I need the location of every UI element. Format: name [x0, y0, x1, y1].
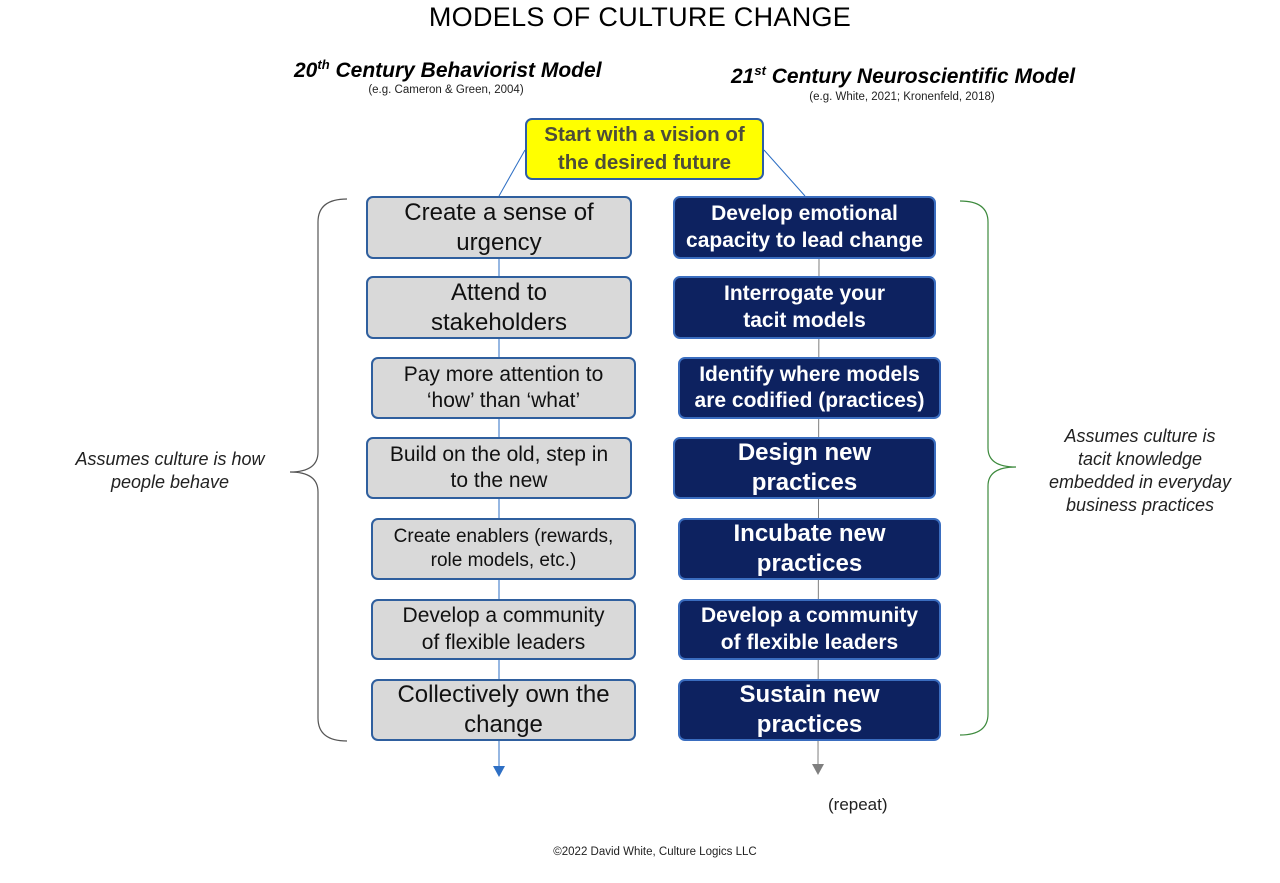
left-step-7: Collectively own the change: [371, 679, 636, 741]
right-step-5-line-1: Incubate new: [733, 520, 886, 547]
right-step-1-line-1: Develop emotional: [711, 202, 898, 226]
vision-connector-right: [763, 149, 806, 197]
right-note-line-4: business practices: [1065, 495, 1215, 516]
right-step-7-line-1: Sustain new: [739, 681, 880, 708]
copyright-notice: ©2022 David White, Culture Logics LLC: [553, 846, 757, 858]
left-assumption-note: Assumes culture is how people behave: [60, 448, 280, 494]
left-step-1-line-2: urgency: [456, 228, 542, 256]
right-step-5-line-2: practices: [756, 550, 863, 577]
left-note-line-1: Assumes culture is how: [75, 449, 265, 469]
left-step-3-line-1: Pay more attention to: [403, 362, 604, 386]
left-heading-text: Century Behaviorist Model: [329, 59, 602, 82]
left-model-citation: (e.g. Cameron & Green, 2004): [368, 84, 524, 96]
left-step-5-line-2: role models, etc.): [430, 550, 577, 571]
left-flow-arrowhead: [493, 766, 505, 777]
right-model-heading: 21st Century Neuroscientific Model: [731, 63, 1076, 89]
left-step-5: Create enablers (rewards,role models, et…: [371, 518, 636, 580]
left-heading-number: 20: [294, 59, 318, 82]
right-step-3: Identify where models are codified (pract…: [678, 357, 941, 419]
vision-line-1: Start with a vision of: [544, 123, 745, 147]
left-step-2-line-1: Attend to: [450, 278, 548, 306]
right-heading-text: Century Neuroscientific Model: [765, 65, 1076, 88]
left-step-7-line-1: Collectively own the: [397, 681, 610, 708]
right-step-7: Sustain new practices: [678, 679, 941, 741]
vision-line-2: the desired future: [557, 151, 732, 174]
right-model-citation: (e.g. White, 2021; Kronenfeld, 2018): [809, 91, 995, 103]
left-step-5-line-1: Create enablers (rewards,: [393, 526, 614, 548]
right-step-6-line-1: Develop a community: [700, 604, 919, 628]
right-step-1-line-2: capacity to lead change: [686, 228, 923, 252]
left-step-3-line-2: ‘how’ than ‘what’: [426, 389, 581, 412]
right-note-line-1: Assumes culture is: [1064, 426, 1216, 446]
right-note-line-2: tacit knowledge: [1077, 449, 1203, 470]
right-step-4-line-2: practices: [751, 469, 858, 496]
left-step-4-line-2: to the new: [450, 469, 548, 492]
left-step-7-line-2: change: [464, 711, 543, 738]
left-step-6-line-2: of flexible leaders: [421, 630, 586, 654]
right-step-4-line-1: Design new: [737, 439, 872, 466]
repeat-label: (repeat): [828, 795, 888, 814]
right-flow-arrowhead: [812, 764, 824, 775]
right-step-6-line-2: of flexible leaders: [720, 630, 899, 654]
right-heading-ordinal: st: [754, 63, 766, 78]
vision-connector-left: [498, 149, 526, 197]
left-model-heading: 20th Century Behaviorist Model: [294, 57, 602, 83]
right-step-2-line-1: Interrogate your: [723, 282, 886, 306]
left-brace: [289, 198, 348, 742]
page-title: MODELS OF CULTURE CHANGE: [428, 2, 852, 32]
right-step-3-line-1: Identify where models: [699, 362, 920, 386]
right-heading-number: 21: [731, 65, 755, 88]
right-note-line-3: embedded in everyday: [1048, 472, 1232, 493]
left-step-1-line-1: Create a sense of: [404, 198, 594, 226]
right-step-4: Design new practices: [673, 437, 936, 499]
left-step-4-line-1: Build on the old, step in: [389, 442, 609, 466]
right-step-7-line-2: practices: [756, 711, 863, 738]
left-note-line-2: people behave: [110, 472, 230, 493]
left-step-6-line-1: Develop a community: [402, 604, 605, 628]
right-brace: [959, 200, 1017, 736]
right-step-5: Incubate new practices: [678, 518, 941, 580]
left-heading-ordinal: th: [317, 57, 330, 72]
left-step-4: Build on the old, step in to the new: [366, 437, 632, 499]
right-assumption-note: Assumes culture is tacit knowledge embed…: [1034, 425, 1246, 517]
right-step-3-line-2: are codified (practices): [694, 389, 925, 412]
left-step-3: Pay more attention to ‘how’ than ‘what’: [371, 357, 636, 419]
vision-box: Start with a vision of the desired futur…: [525, 118, 764, 180]
right-step-2-line-2: tacit models: [743, 308, 866, 332]
left-step-2-line-2: stakeholders: [430, 308, 568, 336]
